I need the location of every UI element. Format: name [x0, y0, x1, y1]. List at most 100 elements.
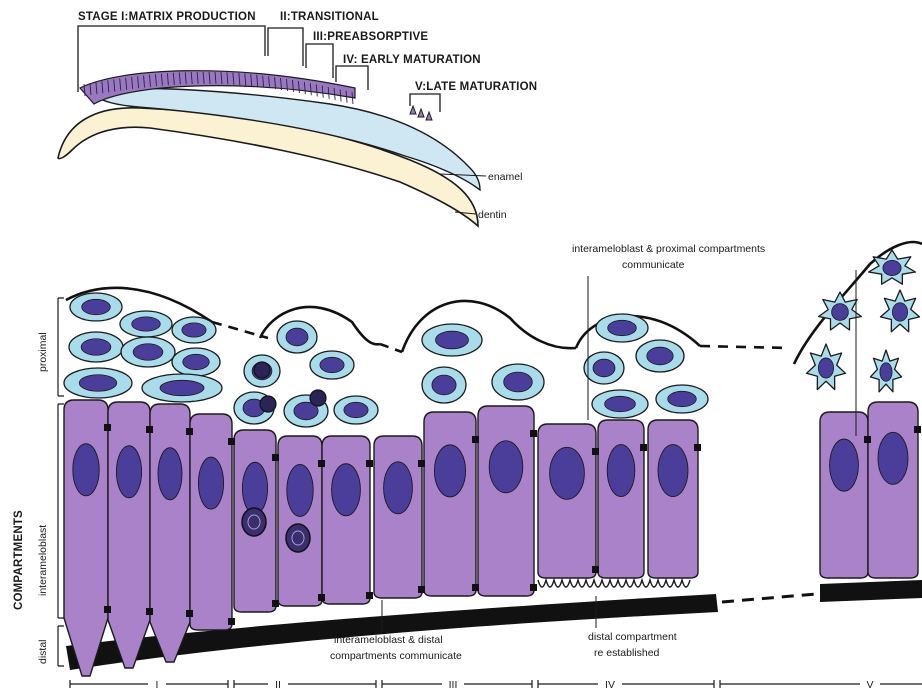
stage-iii-label: III:PREABSORPTIVE — [313, 31, 428, 43]
proximal-junction — [530, 430, 537, 437]
papillary-nucleus — [79, 375, 116, 392]
papillary-nucleus — [286, 328, 308, 346]
ameloblast-nucleus — [158, 448, 182, 500]
proximal-junction — [366, 460, 373, 467]
annotation-right-line1: distal compartment — [588, 631, 677, 643]
compartments-axis-title: COMPARTMENTS — [13, 510, 25, 610]
pyknotic-cell — [286, 524, 310, 552]
ameloblast-nucleus — [607, 445, 635, 497]
papillary-nucleus — [81, 339, 111, 356]
scale-stage-iii: III — [449, 679, 458, 688]
ameloblast-nucleus — [332, 464, 361, 516]
enamel-label: enamel — [488, 171, 522, 183]
papillary-nucleus — [133, 344, 163, 361]
proximal-label: proximal — [37, 332, 49, 372]
proximal-junction — [228, 438, 235, 445]
proximal-junction — [272, 454, 279, 461]
proximal-compartment-cells — [64, 250, 920, 427]
proximal-junction — [146, 426, 153, 433]
annotation-top-line2: communicate — [622, 259, 685, 271]
papillary-nucleus — [182, 323, 206, 337]
scale-stage-v: V — [866, 679, 873, 688]
dentin-label: dentin — [478, 209, 507, 221]
distal-junction — [146, 608, 153, 615]
ameloblast — [190, 414, 232, 630]
ameloblast-nucleus — [830, 439, 859, 491]
ameloblast — [648, 420, 698, 578]
papillary-nucleus — [593, 359, 615, 377]
ameloblast — [424, 412, 476, 596]
proximal-junction — [694, 444, 701, 451]
ameloblast-nucleus — [658, 445, 688, 497]
papillary-nucleus — [432, 375, 456, 395]
ameloblast — [278, 436, 322, 606]
distal-label: distal — [37, 639, 49, 664]
ruffled-border — [538, 580, 690, 587]
proximal-junction — [864, 436, 871, 443]
papillary-nucleus — [883, 260, 901, 275]
ameloblast-nucleus — [287, 464, 313, 516]
proximal-junction — [186, 428, 193, 435]
ameloblast-nucleus — [198, 457, 223, 509]
distal-junction — [366, 592, 373, 599]
distal-junction — [592, 566, 599, 573]
distal-junction — [186, 610, 193, 617]
proximal-junction — [914, 426, 921, 433]
ameloblast-nucleus — [73, 444, 99, 496]
stage-ii-label: II:TRANSITIONAL — [280, 11, 379, 23]
ameloblast — [598, 420, 644, 578]
ameloblast-nucleus — [384, 462, 413, 514]
ameloblast — [108, 402, 150, 668]
stage-iv-label: IV: EARLY MATURATION — [343, 54, 481, 66]
distal-junction — [530, 584, 537, 591]
papillary-nucleus — [320, 357, 344, 372]
papillary-nucleus — [668, 391, 697, 406]
ameloblast — [64, 400, 108, 676]
scale-stage-i: I — [156, 679, 159, 688]
pyknotic-cell — [260, 396, 276, 412]
papillary-nucleus — [647, 347, 673, 365]
ameloblast — [478, 406, 534, 596]
pyknotic-cell — [242, 508, 266, 536]
stage-i-label: STAGE I:MATRIX PRODUCTION — [78, 11, 256, 23]
scale-stage-ii: II — [275, 679, 281, 688]
ameloblast-nucleus — [434, 445, 465, 497]
stage-v-label: V:LATE MATURATION — [415, 81, 537, 93]
bottom-stage-scale: I II III IV V — [70, 679, 922, 688]
ameloblast — [868, 402, 918, 578]
distal-junction — [472, 584, 479, 591]
ameloblast — [820, 412, 868, 578]
annotation-top-line1: interameloblast & proximal compartments — [572, 243, 765, 255]
papillary-nucleus — [344, 402, 368, 417]
papillary-nucleus — [504, 372, 533, 392]
papillary-nucleus — [832, 304, 849, 321]
scale-stage-iv: IV — [605, 679, 615, 688]
proximal-junction — [318, 460, 325, 467]
papillary-nucleus — [608, 320, 637, 335]
proximal-junction — [592, 448, 599, 455]
papillary-nucleus — [605, 396, 636, 411]
annotation-right-line2: re established — [594, 647, 660, 659]
dentin-layer — [58, 108, 478, 226]
ameloblast — [374, 436, 422, 598]
proximal-boundary — [66, 242, 922, 364]
papillary-nucleus — [132, 317, 161, 331]
ameloblast-nucleus — [116, 446, 141, 498]
ameloblast-nucleus — [550, 447, 585, 499]
pyknotic-cell — [310, 390, 326, 406]
interameloblast-label: interameloblast — [37, 525, 49, 596]
papillary-nucleus — [183, 354, 209, 369]
proximal-junction — [640, 444, 647, 451]
annotation-left-line2: compartments communicate — [330, 650, 462, 662]
papillary-nucleus — [892, 303, 907, 321]
compartment-axis: COMPARTMENTS proximal interameloblast di… — [13, 298, 64, 666]
ameloblast — [322, 436, 370, 604]
tooth-overview: STAGE I:MATRIX PRODUCTION II:TRANSITIONA… — [58, 11, 537, 226]
ameloblast-nucleus — [878, 432, 908, 484]
ameloblast-nucleus — [242, 462, 267, 514]
proximal-junction — [418, 460, 425, 467]
distal-junction — [104, 606, 111, 613]
distal-junction — [318, 594, 325, 601]
